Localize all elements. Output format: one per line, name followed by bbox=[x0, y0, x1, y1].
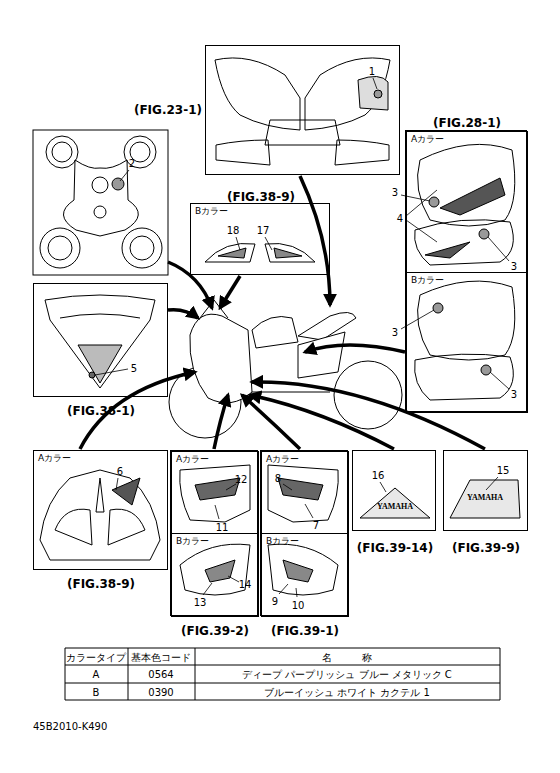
color-type-label: Aカラー bbox=[176, 455, 209, 465]
table-cell: 0390 bbox=[148, 687, 173, 698]
side-cowl-right bbox=[268, 465, 338, 595]
top-bracket-panel bbox=[33, 130, 168, 275]
color-subpanel: Bカラー bbox=[171, 533, 259, 617]
table-header: カラータイプ bbox=[66, 652, 126, 663]
front-cowl bbox=[40, 470, 160, 560]
figure-label: (FIG.38-9) bbox=[67, 578, 135, 591]
table-cell: 0564 bbox=[148, 669, 173, 680]
top-bracket bbox=[40, 136, 162, 268]
color-type-label: Aカラー bbox=[411, 135, 444, 145]
figure-panel: (FIG.39-14) bbox=[352, 450, 436, 531]
callout-number: 13 bbox=[194, 597, 207, 608]
callout-number: 6 bbox=[117, 466, 123, 477]
figure-label: (FIG.23-1) bbox=[134, 104, 202, 117]
table-header: 基本色コード bbox=[131, 652, 191, 663]
color-subpanel: Bカラー bbox=[406, 272, 528, 413]
figure-label: (FIG.39-2) bbox=[181, 625, 249, 638]
callout-number: 12 bbox=[235, 474, 248, 485]
color-type-label: Aカラー bbox=[266, 455, 299, 465]
figure-panel: (FIG.23-1) bbox=[205, 45, 400, 175]
callout-number: 1 bbox=[369, 66, 375, 77]
figure-label: (FIG.39-1) bbox=[271, 625, 339, 638]
callout-number: 10 bbox=[292, 600, 305, 611]
figure-panel: (FIG.39-1)AカラーBカラー bbox=[260, 450, 348, 616]
callout-number: 3 bbox=[392, 187, 398, 198]
callout-number: 14 bbox=[239, 579, 252, 590]
winglet-decals bbox=[205, 243, 315, 262]
color-type-label: Bカラー bbox=[411, 276, 444, 286]
decal-logo: YAMAHA bbox=[467, 494, 503, 503]
color-subpanel: Aカラー bbox=[171, 451, 259, 534]
seat-cowl bbox=[215, 58, 390, 165]
callout-number: 17 bbox=[257, 225, 270, 236]
color-type-label: Aカラー bbox=[38, 454, 71, 464]
table-cell: B bbox=[93, 687, 100, 698]
figure-label: (FIG.39-9) bbox=[452, 542, 520, 555]
callout-number: 5 bbox=[131, 363, 137, 374]
motorcycle bbox=[169, 300, 402, 438]
decal-logo: YAMAHA bbox=[377, 503, 413, 512]
callout-number: 3 bbox=[511, 261, 517, 272]
figure-label: (FIG.38-1) bbox=[67, 405, 135, 418]
decal-left bbox=[360, 488, 430, 518]
location-arrows bbox=[80, 176, 485, 449]
color-subpanel: Aカラー bbox=[261, 451, 349, 534]
figure-panel: Aカラー(FIG.38-9) bbox=[33, 450, 168, 570]
drawing-code: 45B2010-K490 bbox=[33, 721, 107, 732]
figure-panel: (FIG.38-9)Bカラー bbox=[190, 203, 330, 275]
color-type-label: Bカラー bbox=[266, 537, 299, 547]
table-cell: ディープ パープリッシュ ブルー メタリック C bbox=[242, 669, 452, 680]
decal-right bbox=[450, 480, 520, 518]
color-type-label: Bカラー bbox=[176, 537, 209, 547]
callout-number: 16 bbox=[372, 470, 385, 481]
callout-number: 3 bbox=[511, 389, 517, 400]
table-cell: ブルーイッシュ ホワイト カクテル 1 bbox=[264, 687, 430, 698]
leader-lines bbox=[95, 78, 509, 597]
callout-number: 7 bbox=[313, 520, 319, 531]
callout-number: 3 bbox=[392, 327, 398, 338]
figure-panel: (FIG.39-9) bbox=[443, 450, 528, 531]
table-header: 名 称 bbox=[322, 652, 372, 663]
figure-label: (FIG.38-9) bbox=[227, 191, 295, 204]
figure-label: (FIG.28-1) bbox=[433, 117, 501, 130]
figure-panel: (FIG.38-1) bbox=[33, 283, 168, 397]
callout-number: 2 bbox=[129, 158, 135, 169]
callout-number: 18 bbox=[227, 225, 240, 236]
table-cell: A bbox=[93, 669, 100, 680]
callout-number: 4 bbox=[397, 213, 403, 224]
color-subpanel: Aカラー bbox=[406, 131, 528, 273]
figure-panel: (FIG.28-1)AカラーBカラー bbox=[405, 130, 527, 412]
figure-label: (FIG.39-14) bbox=[357, 542, 433, 555]
windscreen bbox=[45, 295, 155, 388]
color-type-label: Bカラー bbox=[195, 207, 228, 217]
color-table bbox=[65, 648, 500, 700]
side-cowl-left bbox=[180, 465, 250, 595]
callout-number: 9 bbox=[272, 596, 278, 607]
callout-number: 8 bbox=[275, 473, 281, 484]
callout-number: 15 bbox=[497, 465, 510, 476]
callout-number: 11 bbox=[216, 522, 229, 533]
